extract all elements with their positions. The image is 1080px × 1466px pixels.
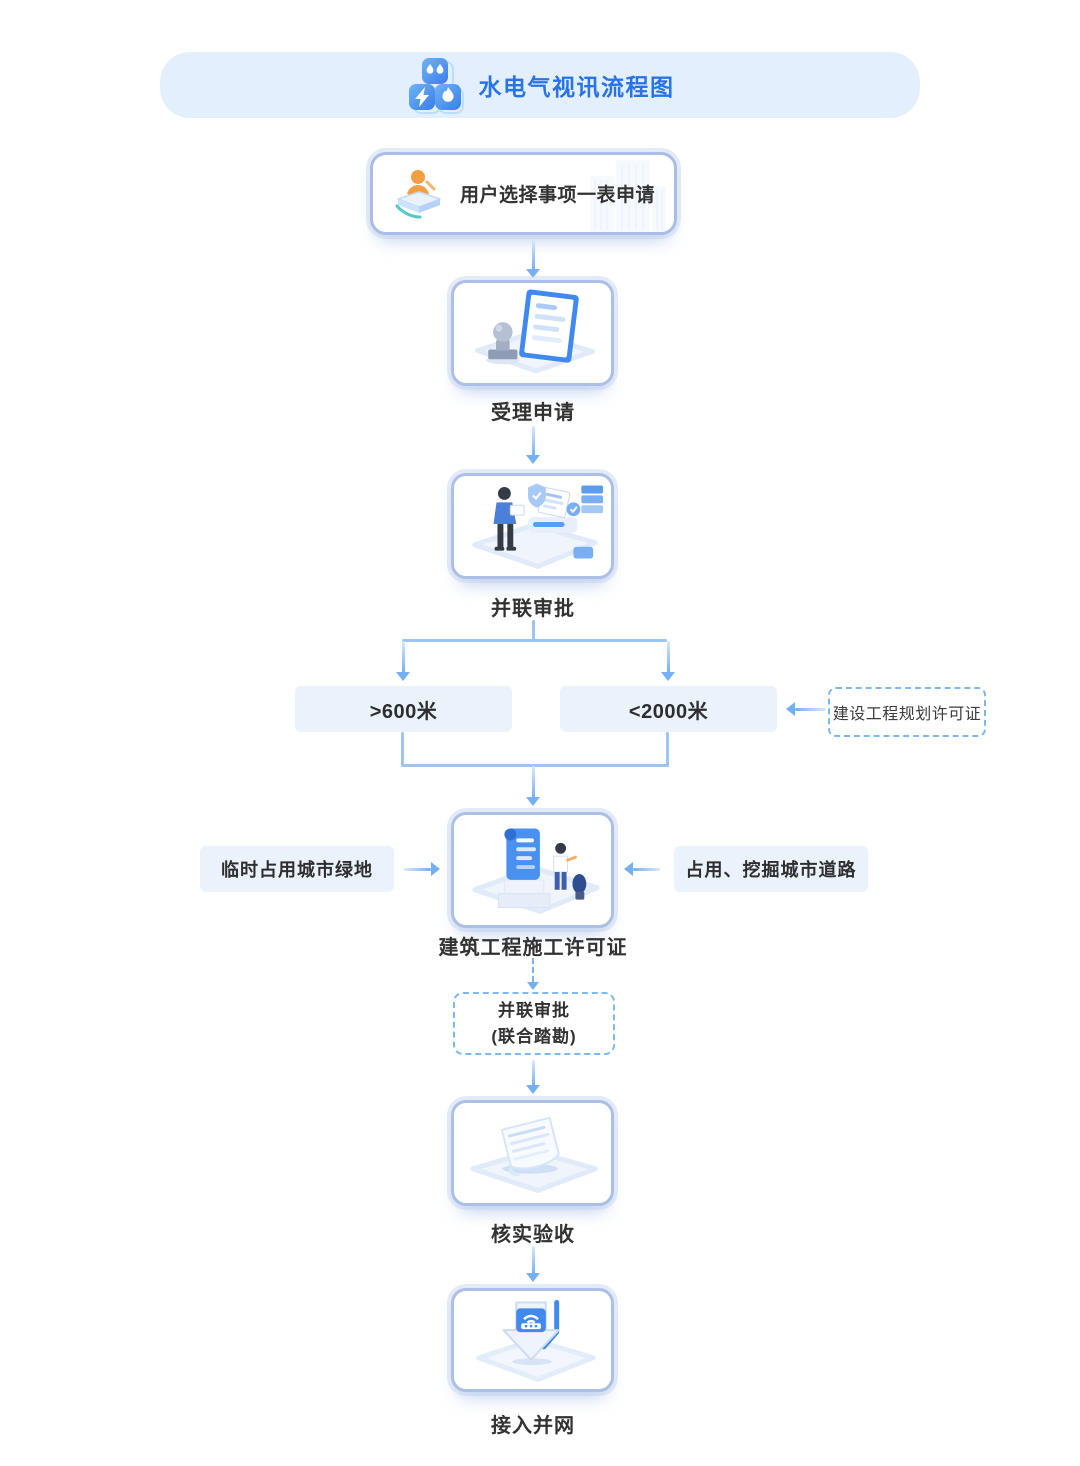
arrow-to-branch-left [396,641,410,681]
start-node-label: 用户选择事项一表申请 [460,185,656,206]
construction-permit-label: 建筑工程施工许可证 [438,937,628,959]
converge-line-right [666,732,669,767]
temp-green-land-box: 临时占用城市绿地 [200,846,394,892]
joint-survey-line2: (联合踏勘) [491,1026,577,1046]
branch-under-2000m-box: <2000米 [560,686,777,732]
arrow-planning-to-branch [786,702,826,716]
curled-paper-illustration [469,1116,598,1193]
water-electric-gas-cubes-icon [408,58,464,114]
clerk-desk-review-illustration [471,483,603,569]
branch-stem-line [532,620,535,642]
branch-over-600m-box: >600米 [295,686,512,732]
planning-permit-box: 建设工程规划许可证 [828,687,986,737]
arrow-accept-to-parallel [526,426,540,464]
arrow-to-branch-right [661,641,675,681]
parallel-approval-label: 并联审批 [491,598,575,620]
node-construction-permit [451,812,614,928]
header-banner: 水电气视讯流程图 [160,52,920,118]
branch-split-line [402,639,667,642]
arrow-verify-to-connect [526,1246,540,1282]
arrow-green-land-to-permit [404,862,440,876]
scroll-permit-person-illustration [471,828,600,914]
dashed-line-to-survey [532,958,534,982]
converge-line-left [401,732,404,767]
node-accept [451,280,614,386]
grid-connection-label: 接入并网 [491,1415,575,1437]
arrow-survey-to-verify [526,1060,540,1094]
dashed-arrowhead [527,982,539,990]
node-start: 用户选择事项一表申请 [370,152,677,235]
joint-survey-line1: 并联审批 [498,1001,570,1020]
occupy-road-box: 占用、挖掘城市道路 [674,846,868,892]
arrow-to-construction-permit [526,766,540,806]
user-application-form-icon [395,169,441,218]
accept-label: 受理申请 [491,402,575,424]
node-parallel-approval [451,473,614,579]
stamp-document-illustration [474,289,595,374]
converge-join-line [401,764,669,767]
buildings-watermark-icon [590,160,666,232]
node-verify-accept [451,1100,614,1206]
page-title: 水电气视讯流程图 [478,74,675,100]
arrow-road-to-permit [624,862,660,876]
joint-survey-box: 并联审批 (联合踏勘) [453,992,615,1055]
node-grid-connection [451,1288,614,1392]
verify-accept-label: 核实验收 [491,1224,575,1246]
download-connect-illustration [475,1300,596,1382]
arrow-start-to-accept [526,240,540,278]
